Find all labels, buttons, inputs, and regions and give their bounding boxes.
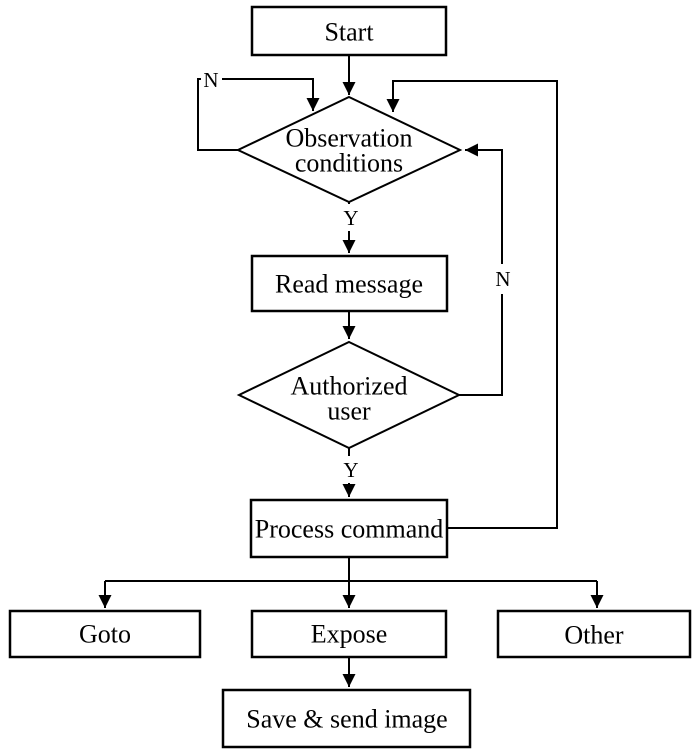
node-authorized-user — [236, 340, 462, 450]
authorized-user-label-line2: user — [327, 397, 371, 426]
authorized-no-label: N — [495, 267, 510, 291]
other-label: Other — [564, 621, 624, 650]
observation-yes-label: Y — [343, 206, 358, 230]
label-bg-authorized-yes — [340, 456, 362, 483]
label-bg-authorized-no — [491, 264, 515, 294]
arrow-process-feedback-loop — [386, 80, 558, 529]
authorized-yes-label: Y — [343, 458, 358, 482]
observation-conditions-label-line1: Observation — [285, 124, 412, 153]
node-other — [496, 609, 692, 659]
process-command-label: Process command — [255, 515, 443, 544]
node-save-send-image — [221, 688, 472, 749]
read-message-label: Read message — [275, 270, 423, 299]
goto-label: Goto — [79, 620, 131, 649]
expose-label: Expose — [311, 620, 388, 649]
observation-no-label: N — [203, 68, 218, 92]
arrow-observation-no-loop — [197, 78, 320, 151]
label-bg-observation-yes — [340, 204, 362, 231]
start-label: Start — [324, 18, 374, 47]
save-send-image-label: Save & send image — [246, 705, 447, 734]
authorized-user-label-line1: Authorized — [291, 372, 408, 401]
node-process-command — [249, 498, 449, 559]
node-start — [250, 5, 448, 57]
observation-conditions-label-line2: conditions — [295, 149, 403, 178]
label-bg-observation-no — [201, 66, 222, 93]
node-expose — [250, 609, 448, 659]
node-goto — [8, 609, 202, 659]
node-observation-conditions — [235, 95, 463, 204]
node-read-message — [250, 254, 449, 313]
